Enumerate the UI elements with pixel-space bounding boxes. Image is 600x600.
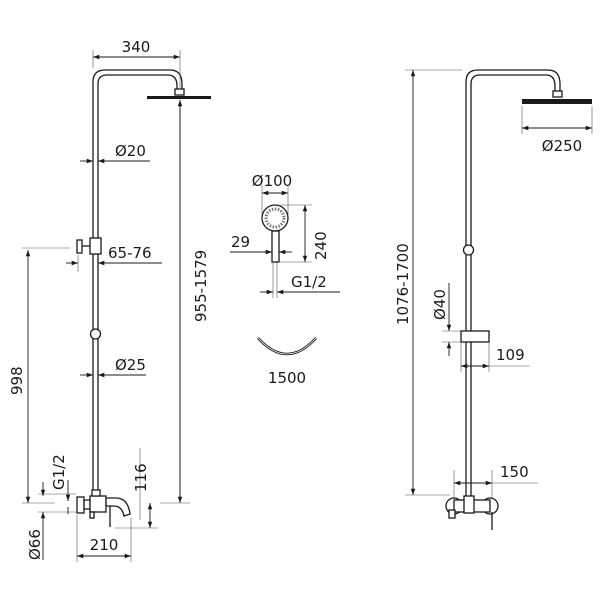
rail-ball-joint bbox=[462, 244, 475, 256]
dim-hand-shower-length: 240 bbox=[312, 231, 330, 260]
dim-holder-depth: 109 bbox=[496, 346, 525, 364]
dim-hand-head-diameter: Ø100 bbox=[252, 172, 292, 190]
left-shower-system: 340 Ø20 65-76 955-1579 998 Ø25 G1/2 Ø66 bbox=[8, 38, 211, 562]
dim-inlet-thread: G1/2 bbox=[50, 454, 68, 490]
right-riser-pipe bbox=[465, 69, 561, 497]
rail-ball-joint bbox=[89, 328, 102, 340]
dim-outlet-height: 998 bbox=[8, 366, 26, 395]
dim-spout-reach: 210 bbox=[90, 536, 119, 554]
rain-shower-head-250 bbox=[522, 99, 592, 104]
dim-head-diameter-250: Ø250 bbox=[542, 137, 582, 155]
dim-hose-length: 1500 bbox=[268, 369, 306, 387]
dim-arm-diameter: Ø20 bbox=[115, 142, 146, 160]
dim-overall-height-range: 1076-1700 bbox=[394, 243, 412, 325]
hand-shower: Ø100 240 29 G1/2 1500 bbox=[230, 172, 340, 387]
dim-handle-width: 29 bbox=[231, 233, 250, 251]
dim-rail-diameter: Ø25 bbox=[115, 356, 146, 374]
dim-flange-diameter: Ø66 bbox=[26, 529, 44, 560]
dim-spout-drop: 116 bbox=[132, 463, 150, 492]
slide-holder bbox=[460, 330, 490, 343]
dim-hand-thread: G1/2 bbox=[291, 273, 327, 291]
bath-mixer bbox=[76, 489, 131, 527]
rain-shower-head bbox=[147, 96, 211, 99]
left-riser-pipe bbox=[92, 69, 183, 497]
dim-arm-length: 340 bbox=[122, 38, 151, 56]
dim-mixer-offset: 150 bbox=[500, 463, 529, 481]
dim-holder-diameter: Ø40 bbox=[431, 289, 449, 320]
right-shower-system: Ø250 1076-1700 Ø40 109 150 bbox=[394, 69, 593, 530]
hand-shower-holder bbox=[89, 237, 102, 255]
dim-head-height-range: 955-1579 bbox=[192, 250, 210, 322]
hand-shower-handle bbox=[271, 230, 280, 263]
dim-holder-range: 65-76 bbox=[108, 244, 152, 262]
shower-mixer bbox=[445, 495, 499, 530]
shower-head-connector bbox=[174, 88, 185, 96]
